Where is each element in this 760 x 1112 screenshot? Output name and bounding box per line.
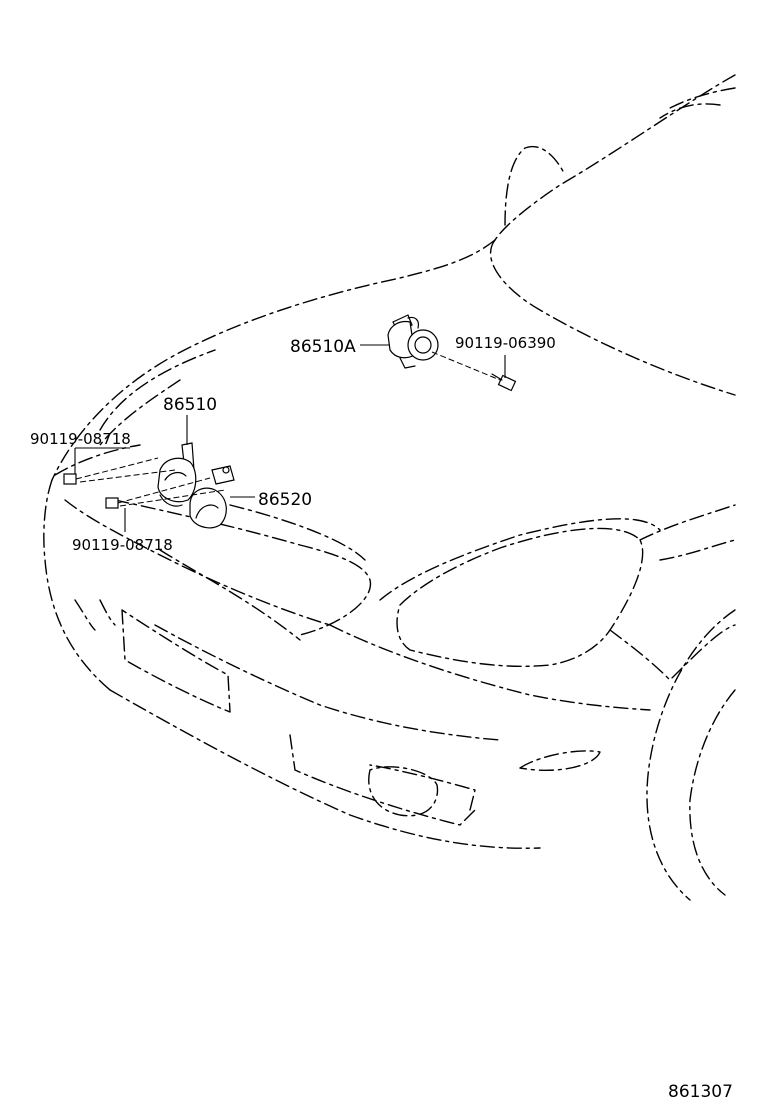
callout-86510: 86510 (163, 395, 217, 415)
callout-86520: 86520 (258, 490, 312, 510)
bolt-90119-08718-lower (105, 477, 226, 509)
horn-86510a (387, 314, 439, 369)
horn-86520 (189, 465, 235, 529)
leader-lines (74, 344, 506, 532)
diagram-code: 861307 (668, 1082, 733, 1102)
car-body-outline (43, 74, 736, 901)
callout-90119-08718-upper: 90119-08718 (30, 430, 131, 448)
callout-90119-06390: 90119-06390 (455, 334, 556, 352)
callout-86510a: 86510A (290, 337, 356, 357)
callout-90119-08718-lower: 90119-08718 (72, 536, 173, 554)
bolt-90119-08718-upper (63, 457, 176, 485)
bolt-90119-06390 (431, 351, 517, 392)
horn-86510 (157, 442, 197, 507)
